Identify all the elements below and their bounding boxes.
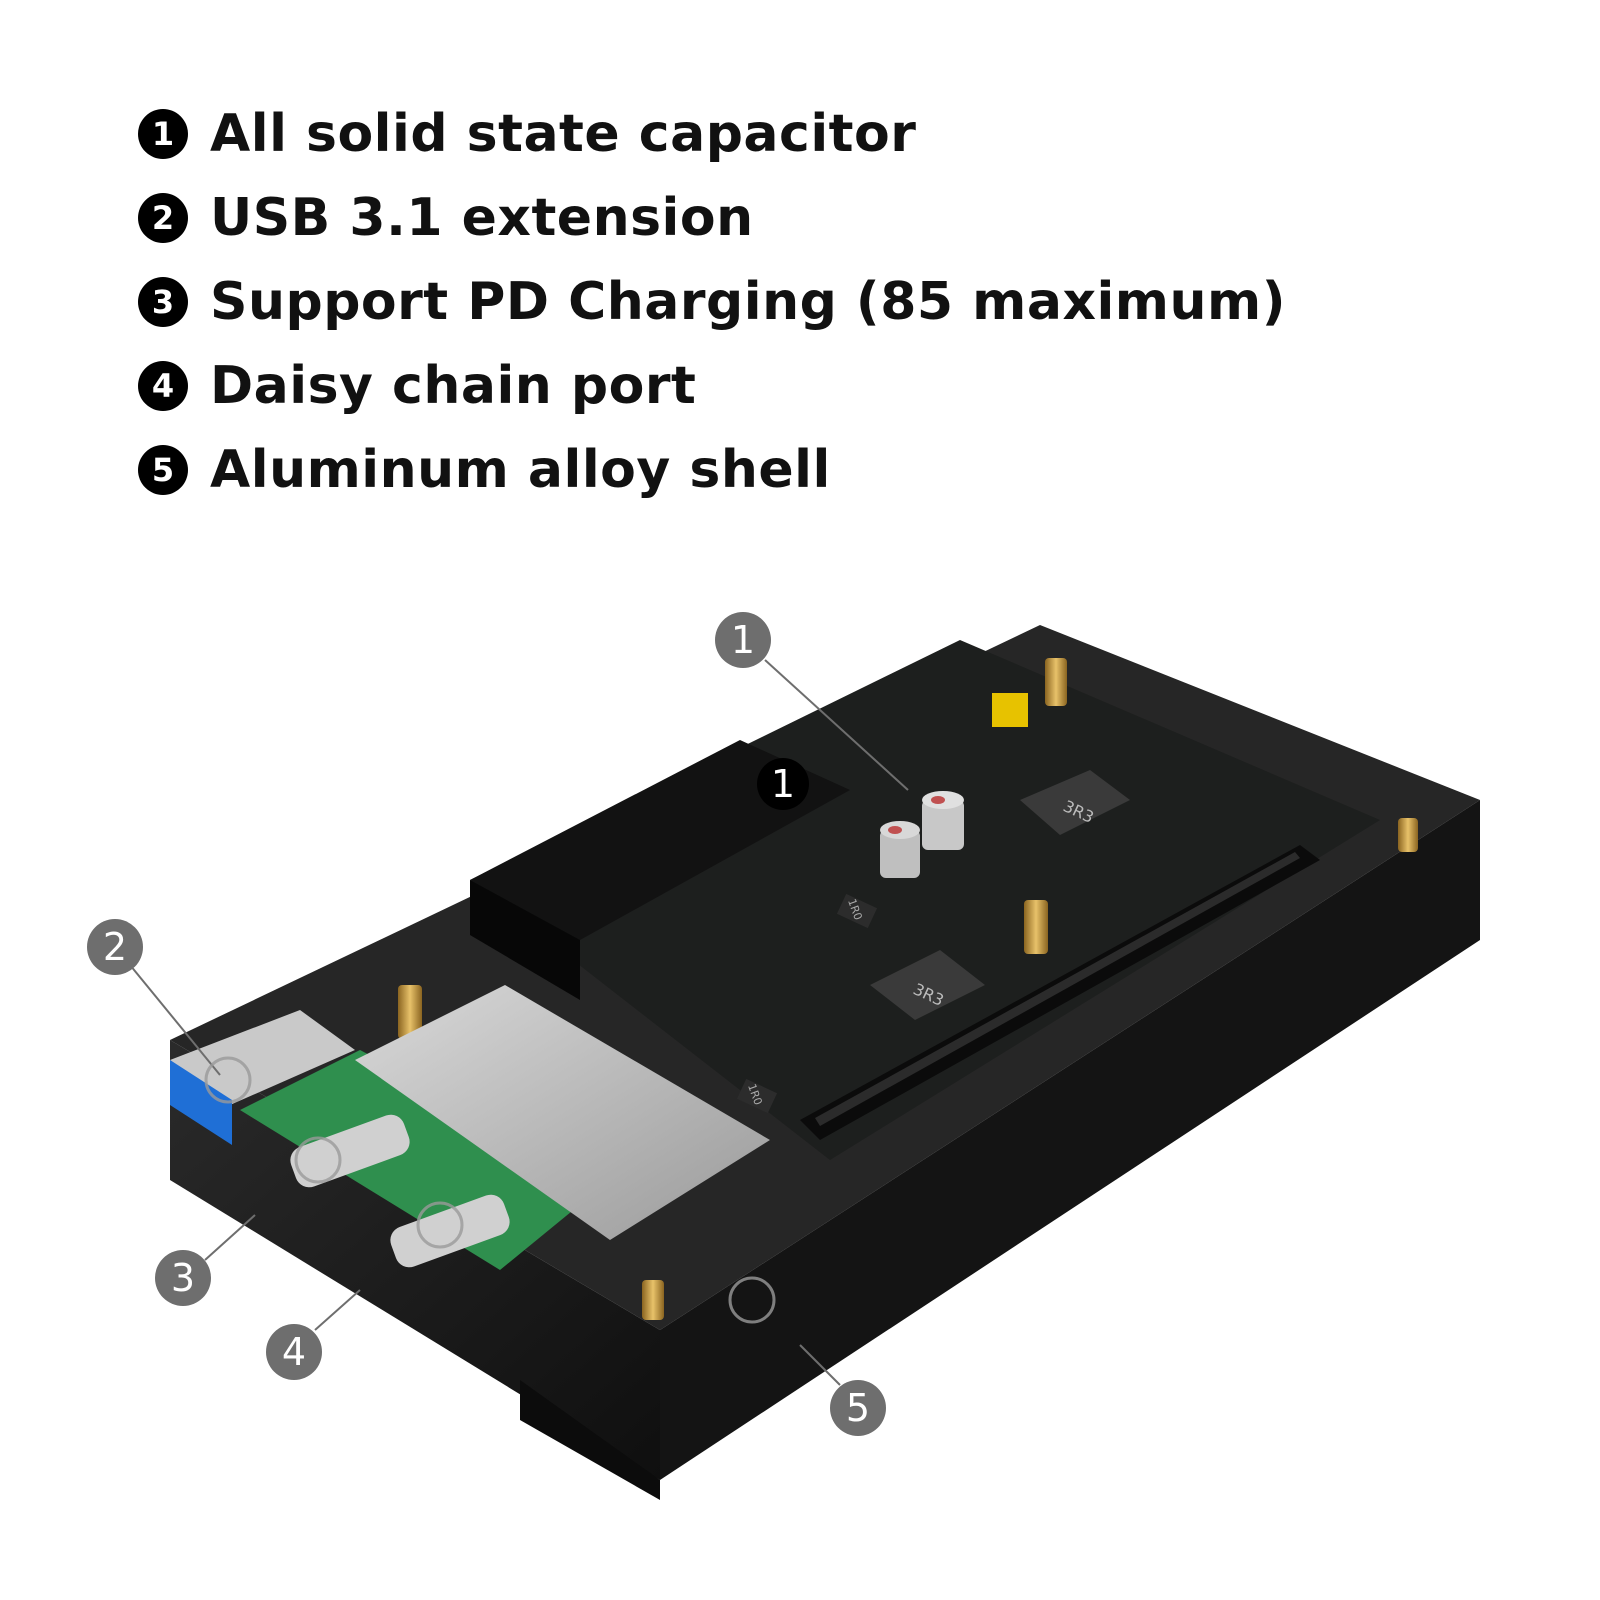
callout-2-label: 2 <box>103 925 127 969</box>
target-ring-typec-1 <box>294 1136 342 1184</box>
brass-standoffs <box>398 658 1418 1320</box>
shell-side-face <box>660 800 1480 1480</box>
pcie-slot-grille <box>815 852 1300 1126</box>
feature-item: 1 All solid state capacitor <box>138 92 1286 176</box>
green-pcb <box>240 1050 610 1270</box>
callout-2: 2 <box>87 919 143 975</box>
feature-item: 3 Support PD Charging (85 maximum) <box>138 260 1286 344</box>
product-illustration: 3R3 3R3 1R0 1R0 <box>87 612 1480 1500</box>
callout-1-inner-label: 1 <box>771 762 795 806</box>
callout-4-label: 4 <box>282 1330 306 1374</box>
leader-line-3 <box>204 1214 256 1261</box>
leader-line-4 <box>314 1289 361 1331</box>
feature-label: USB 3.1 extension <box>210 188 754 248</box>
callout-lines <box>129 659 909 1386</box>
power-connector-front <box>470 880 580 1000</box>
callout-5-label: 5 <box>846 1386 870 1430</box>
jumper-block <box>992 693 1028 727</box>
m2-heatsink <box>355 985 770 1240</box>
inductor-a: 3R3 <box>1020 770 1130 835</box>
inductor-b: 3R3 <box>870 950 985 1020</box>
feature-item: 2 USB 3.1 extension <box>138 176 1286 260</box>
leader-line-1 <box>764 659 909 791</box>
callout-3-label: 3 <box>171 1256 195 1300</box>
leader-line-5 <box>799 1344 841 1386</box>
feature-label: Aluminum alloy shell <box>210 440 831 500</box>
feature-list: 1 All solid state capacitor 2 USB 3.1 ex… <box>138 92 1286 512</box>
callout-1-inner: 1 <box>757 758 809 810</box>
feature-label: All solid state capacitor <box>210 104 917 164</box>
inductor-c: 1R0 <box>836 893 878 929</box>
callout-4: 4 <box>266 1324 322 1380</box>
inductor-d: 1R0 <box>736 1078 778 1114</box>
feature-item: 4 Daisy chain port <box>138 344 1286 428</box>
solid-capacitors <box>880 791 964 878</box>
usb-a-port <box>170 1010 355 1145</box>
callout-1-label: 1 <box>731 618 755 662</box>
number-badge: 3 <box>138 277 188 327</box>
callout-3: 3 <box>155 1250 211 1306</box>
feature-item: 5 Aluminum alloy shell <box>138 428 1286 512</box>
number-badge: 1 <box>138 109 188 159</box>
number-badge: 2 <box>138 193 188 243</box>
shell-base-lip <box>520 1380 660 1500</box>
callout-5: 5 <box>830 1380 886 1436</box>
target-ring-usb <box>204 1056 252 1104</box>
feature-label: Daisy chain port <box>210 356 697 416</box>
leader-line-2 <box>129 964 221 1076</box>
feature-label: Support PD Charging (85 maximum) <box>210 272 1286 332</box>
target-ring-shell <box>728 1276 776 1324</box>
target-ring-typec-2 <box>416 1201 464 1249</box>
number-badge: 5 <box>138 445 188 495</box>
type-c-ports <box>290 1114 510 1268</box>
target-rings <box>204 1056 776 1324</box>
callout-1: 1 <box>715 612 771 668</box>
number-badge: 4 <box>138 361 188 411</box>
power-connector <box>470 740 850 940</box>
